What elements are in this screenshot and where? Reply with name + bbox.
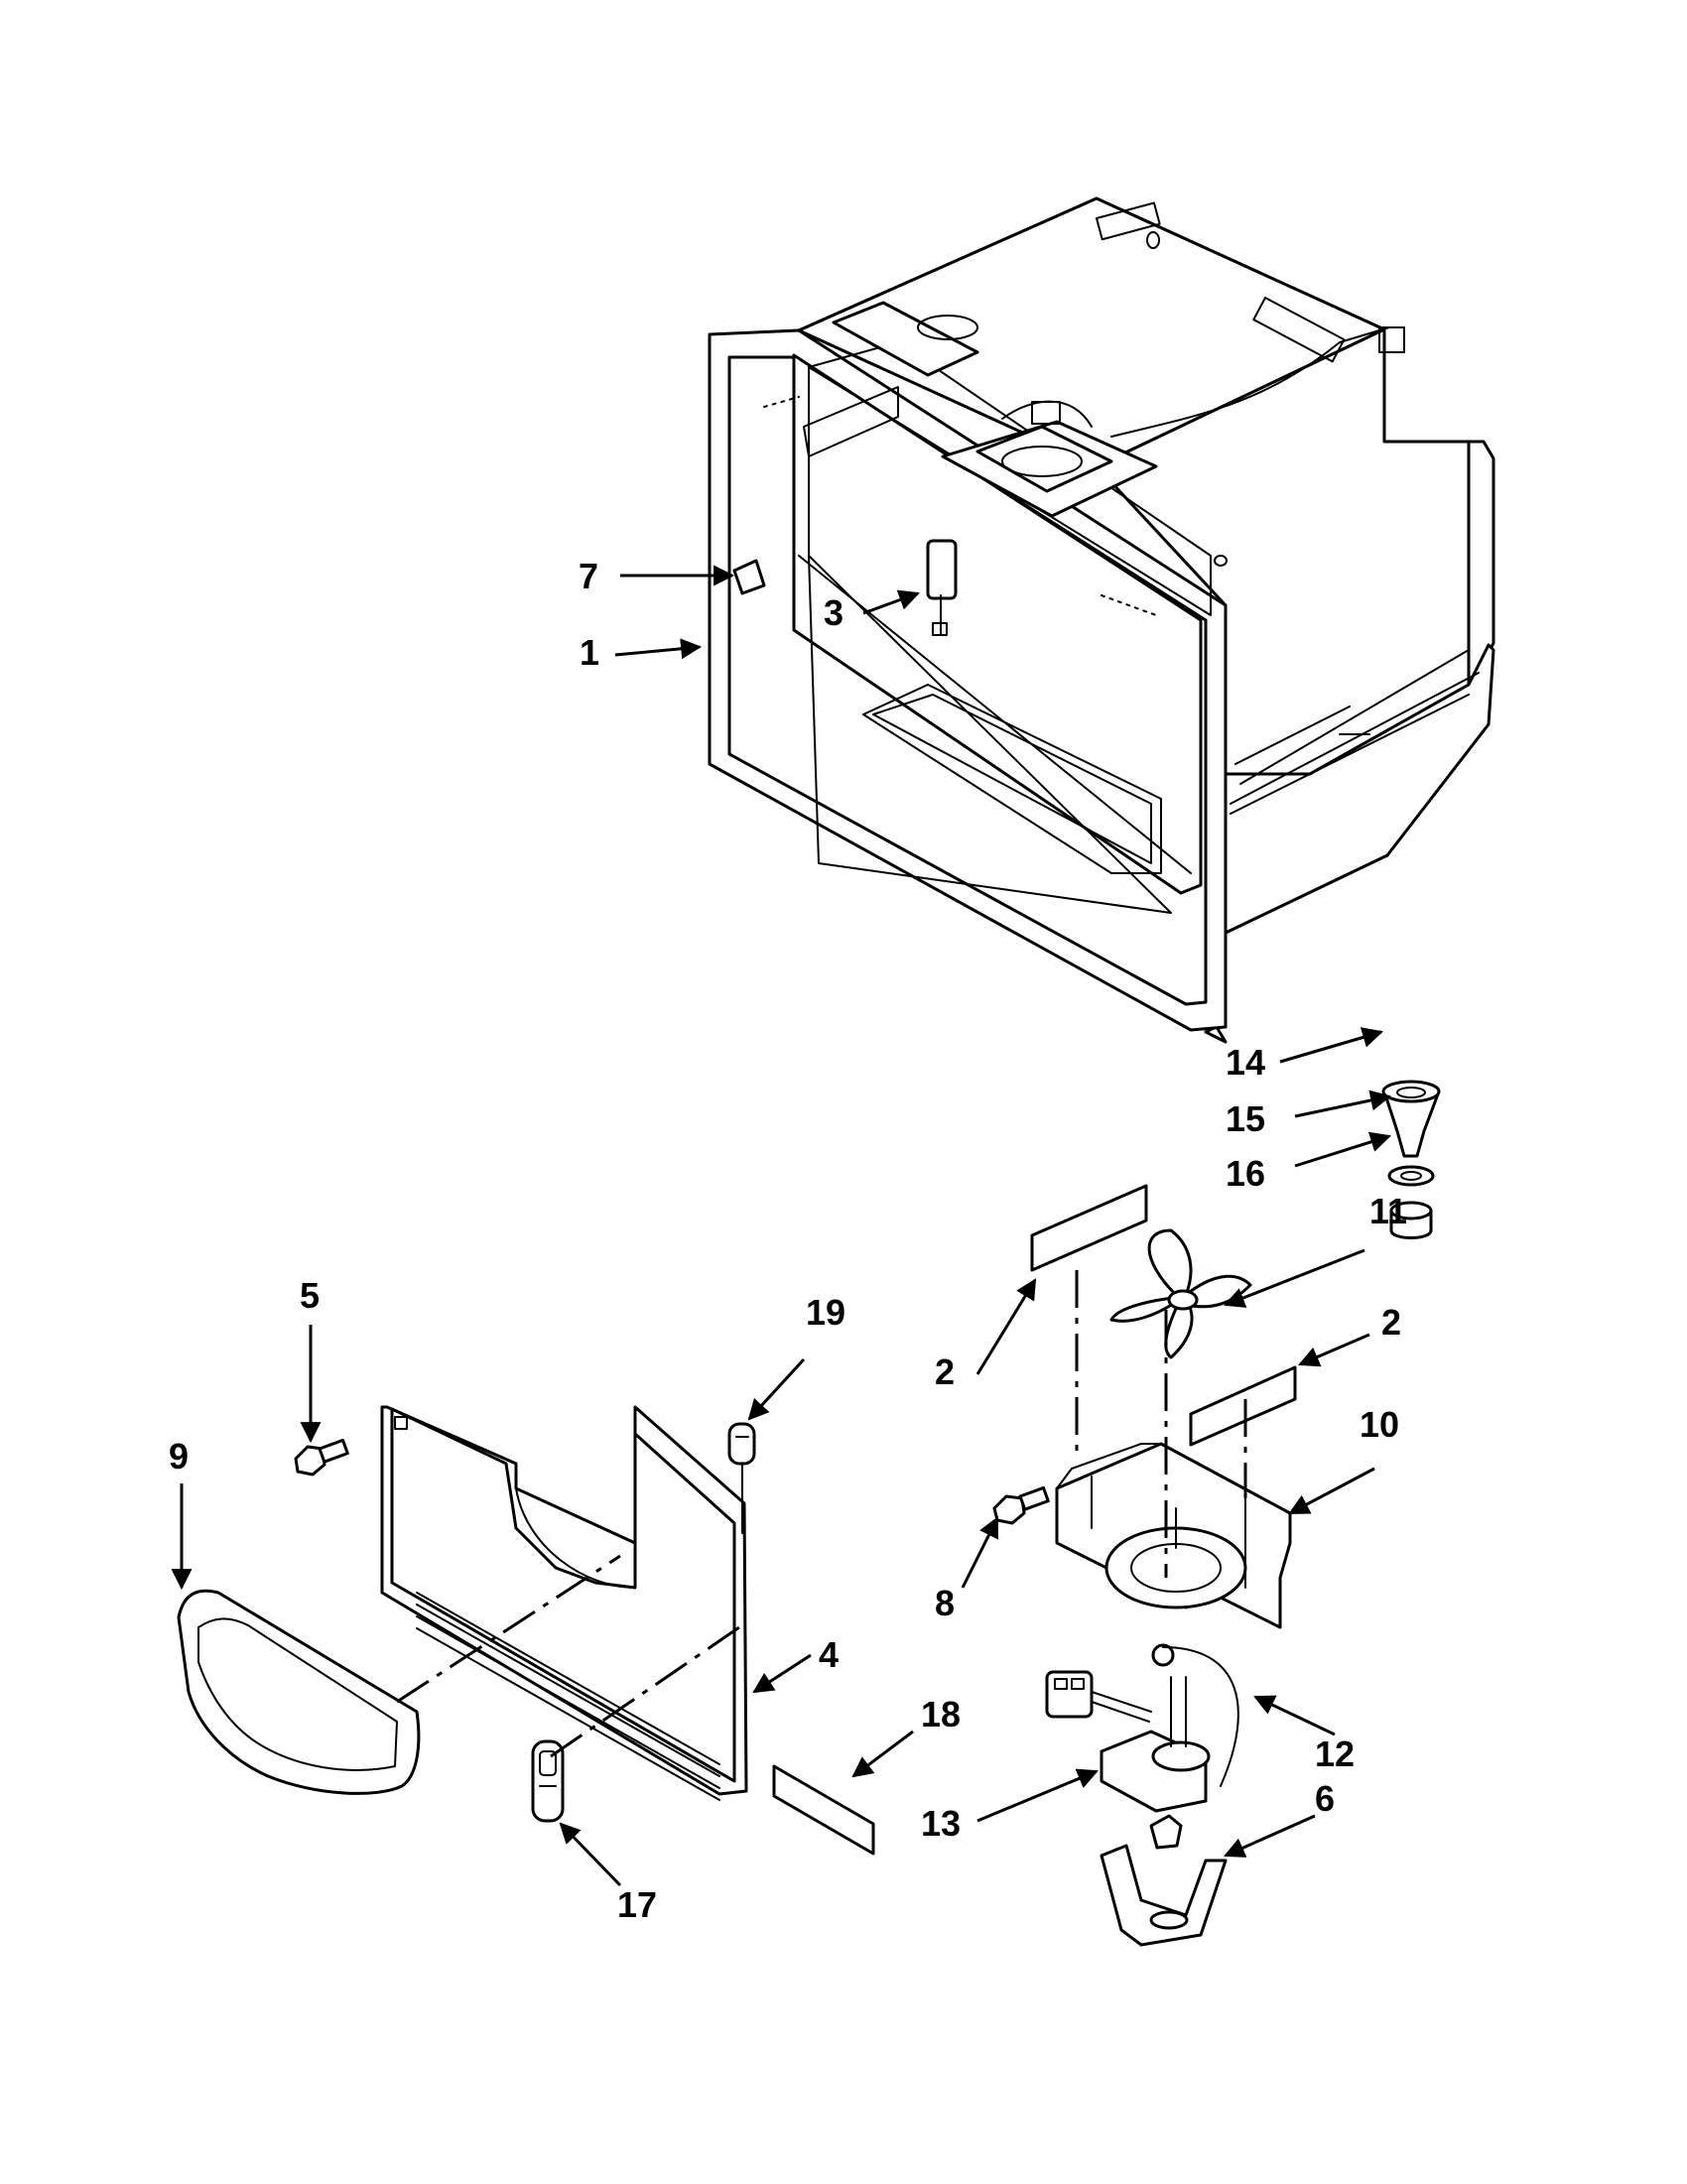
callout-4: 4 — [819, 1634, 839, 1675]
assembly-lines — [396, 1270, 1247, 1758]
fan-shroud — [1055, 1442, 1292, 1629]
foam-pad — [1030, 1184, 1148, 1272]
callout-2: 2 — [935, 1351, 955, 1392]
callout-11: 11 — [1369, 1191, 1407, 1231]
callout-5: 5 — [300, 1275, 320, 1316]
screw — [294, 1438, 349, 1477]
callout-16: 16 — [1226, 1153, 1265, 1194]
screw — [992, 1485, 1050, 1525]
evaporator-fan-blade — [1109, 1228, 1252, 1359]
callout-3: 3 — [824, 592, 844, 633]
callout-15: 15 — [1226, 1098, 1265, 1139]
callout-17: 17 — [617, 1884, 657, 1925]
callout-2: 2 — [1381, 1302, 1401, 1343]
callout-10: 10 — [1360, 1404, 1399, 1445]
callout-labels: 7 1 3 14 15 16 11 2 2 10 8 12 13 6 5 9 1… — [169, 556, 1407, 1925]
fan-motor — [1045, 1643, 1239, 1813]
callout-6: 6 — [1315, 1778, 1335, 1819]
callout-12: 12 — [1315, 1734, 1355, 1774]
callout-7: 7 — [579, 556, 598, 596]
freezer-liner — [708, 196, 1495, 1044]
light-housing — [531, 1739, 565, 1823]
foam-pad — [1189, 1365, 1297, 1447]
callout-1: 1 — [580, 632, 599, 673]
callout-8: 8 — [935, 1583, 955, 1623]
callout-13: 13 — [921, 1803, 961, 1844]
callout-18: 18 — [921, 1694, 961, 1734]
gasket-strip — [772, 1764, 875, 1856]
callout-9: 9 — [169, 1436, 189, 1477]
callout-14: 14 — [1226, 1042, 1265, 1083]
front-grille — [177, 1589, 421, 1795]
callout-19: 19 — [806, 1292, 845, 1333]
rear-access-panel — [380, 1405, 748, 1801]
defrost-drain-assembly — [1381, 1080, 1441, 1239]
motor-bracket — [1100, 1814, 1228, 1947]
thermistor — [727, 1422, 756, 1534]
leader-arrows — [171, 565, 1392, 1887]
